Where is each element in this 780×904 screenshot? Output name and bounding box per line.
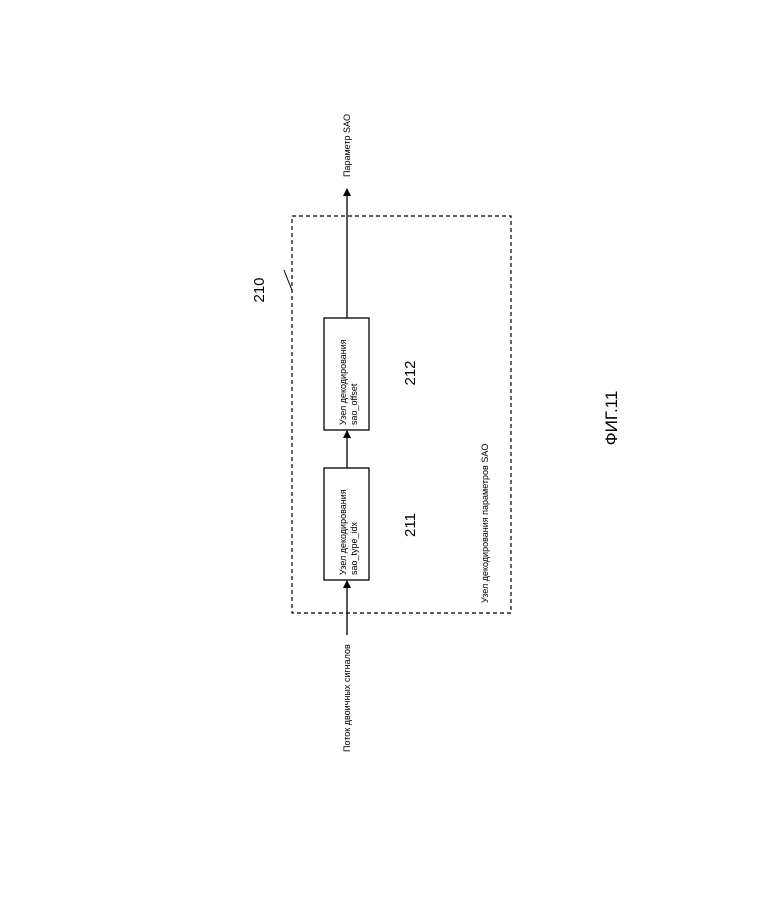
container-caption: Узел декодирования параметров SAO [480,444,490,603]
figure-label: ФИГ.11 [602,391,621,446]
input-label: Поток двоичных сигналов [342,644,352,752]
output-label: Параметр SAO [342,114,352,177]
block-212-line1: Узел декодирования [338,339,348,425]
block-211-line1: Узел декодирования [338,489,348,575]
block-212-line2: sao_offset [349,383,359,425]
block-211-ref-number: 211 [402,513,419,537]
block-212-ref-number: 212 [402,360,419,385]
container-ref-number: 210 [251,277,268,302]
block-211-line2: sao_type_idx [349,521,359,575]
container-leader-line [284,270,292,290]
